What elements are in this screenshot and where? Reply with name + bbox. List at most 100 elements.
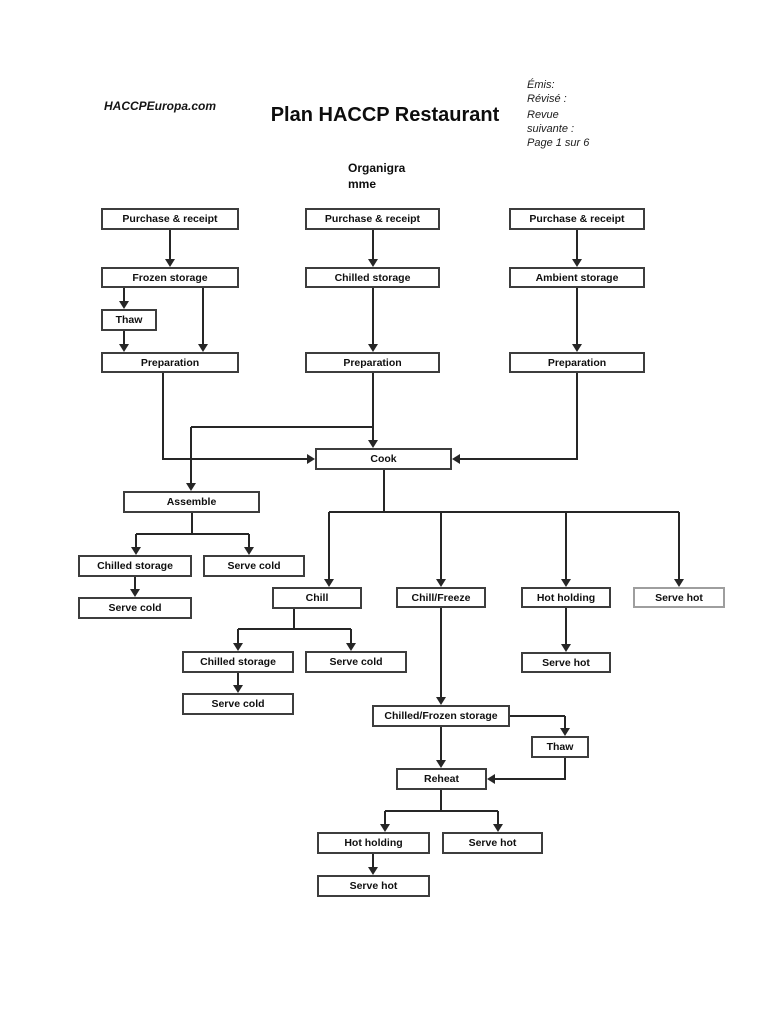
arrowhead-icon	[233, 685, 243, 693]
connector-line	[238, 628, 351, 630]
flow-node-preparation-3: Preparation	[509, 352, 645, 373]
arrowhead-icon	[119, 301, 129, 309]
connector-line	[440, 727, 442, 761]
connector-line	[191, 513, 193, 535]
arrowhead-icon	[368, 867, 378, 875]
arrowhead-icon	[572, 259, 582, 267]
diagram-subtitle: Organigra mme	[348, 160, 405, 192]
arrowhead-icon	[436, 760, 446, 768]
connector-line	[576, 288, 578, 345]
page-title: Plan HACCP Restaurant	[270, 104, 500, 126]
flow-node-serve-hot-hot-holding: Serve hot	[521, 652, 611, 673]
connector-line	[328, 512, 330, 580]
connector-line	[237, 629, 239, 644]
flow-node-chilled-frozen-storage: Chilled/Frozen storage	[372, 705, 510, 727]
meta-revise: Révisé :	[527, 93, 567, 105]
arrowhead-icon	[368, 440, 378, 448]
flow-node-chilled-storage-chill: Chilled storage	[182, 651, 294, 673]
flow-node-preparation-1: Preparation	[101, 352, 239, 373]
arrowhead-icon	[131, 547, 141, 555]
arrowhead-icon	[561, 579, 571, 587]
arrowhead-icon	[324, 579, 334, 587]
flow-node-hot-holding-1: Hot holding	[521, 587, 611, 608]
arrowhead-icon	[560, 728, 570, 736]
flow-node-purchase-receipt-3: Purchase & receipt	[509, 208, 645, 230]
flow-node-serve-cold-chill-2: Serve cold	[182, 693, 294, 715]
meta-emis: Émis:	[527, 79, 555, 91]
connector-line	[460, 458, 577, 460]
connector-line	[495, 778, 565, 780]
arrowhead-icon	[436, 579, 446, 587]
connector-line	[248, 534, 250, 548]
flow-node-frozen-storage: Frozen storage	[101, 267, 239, 288]
connector-line	[564, 758, 566, 780]
connector-line	[293, 609, 295, 630]
meta-revue: Revue	[527, 109, 559, 121]
connector-line	[576, 230, 578, 260]
connector-line	[162, 373, 164, 460]
connector-line	[384, 811, 386, 825]
connector-line	[190, 427, 192, 484]
connector-line	[237, 673, 239, 686]
arrowhead-icon	[380, 824, 390, 832]
arrowhead-icon	[233, 643, 243, 651]
flow-node-hot-holding-2: Hot holding	[317, 832, 430, 854]
connector-line	[123, 331, 125, 345]
arrowhead-icon	[452, 454, 460, 464]
flow-node-serve-hot-final: Serve hot	[317, 875, 430, 897]
connector-line	[385, 810, 498, 812]
connector-line	[564, 716, 566, 729]
connector-line	[565, 608, 567, 645]
flow-node-serve-cold-assemble: Serve cold	[203, 555, 305, 577]
connector-line	[136, 533, 249, 535]
connector-line	[329, 511, 679, 513]
flow-node-chilled-storage-mid: Chilled storage	[305, 267, 440, 288]
connector-line	[440, 608, 442, 698]
meta-suivante: suivante :	[527, 123, 575, 135]
flow-node-purchase-receipt-2: Purchase & receipt	[305, 208, 440, 230]
connector-line	[135, 534, 137, 548]
flow-node-serve-cold-assemble-2: Serve cold	[78, 597, 192, 619]
arrowhead-icon	[561, 644, 571, 652]
arrowhead-icon	[487, 774, 495, 784]
flow-node-chill-freeze: Chill/Freeze	[396, 587, 486, 608]
flow-node-serve-cold-chill: Serve cold	[305, 651, 407, 673]
flow-node-assemble: Assemble	[123, 491, 260, 513]
connector-line	[191, 426, 373, 428]
flow-node-ambient-storage: Ambient storage	[509, 267, 645, 288]
connector-line	[372, 373, 374, 441]
flow-node-cook: Cook	[315, 448, 452, 470]
connector-line	[678, 512, 680, 580]
arrowhead-icon	[307, 454, 315, 464]
flow-node-thaw-left: Thaw	[101, 309, 157, 331]
flow-node-chill: Chill	[272, 587, 362, 609]
flow-node-serve-hot-right: Serve hot	[633, 587, 725, 608]
connector-line	[565, 512, 567, 580]
arrowhead-icon	[346, 643, 356, 651]
connector-line	[202, 288, 204, 345]
connector-line	[163, 458, 307, 460]
arrowhead-icon	[165, 259, 175, 267]
arrowhead-icon	[436, 697, 446, 705]
connector-line	[169, 230, 171, 260]
arrowhead-icon	[130, 589, 140, 597]
flow-node-chilled-storage-assemble: Chilled storage	[78, 555, 192, 577]
connector-line	[134, 577, 136, 590]
arrowhead-icon	[572, 344, 582, 352]
meta-page-number: Page 1 sur 6	[527, 137, 590, 149]
connector-line	[350, 629, 352, 644]
arrowhead-icon	[493, 824, 503, 832]
flow-node-purchase-receipt-1: Purchase & receipt	[101, 208, 239, 230]
arrowhead-icon	[186, 483, 196, 491]
arrowhead-icon	[674, 579, 684, 587]
connector-line	[497, 811, 499, 825]
connector-line	[440, 790, 442, 812]
flow-node-serve-hot-reheat: Serve hot	[442, 832, 543, 854]
connector-line	[123, 288, 125, 302]
arrowhead-icon	[244, 547, 254, 555]
arrowhead-icon	[368, 344, 378, 352]
connector-line	[372, 288, 374, 345]
arrowhead-icon	[198, 344, 208, 352]
arrowhead-icon	[119, 344, 129, 352]
